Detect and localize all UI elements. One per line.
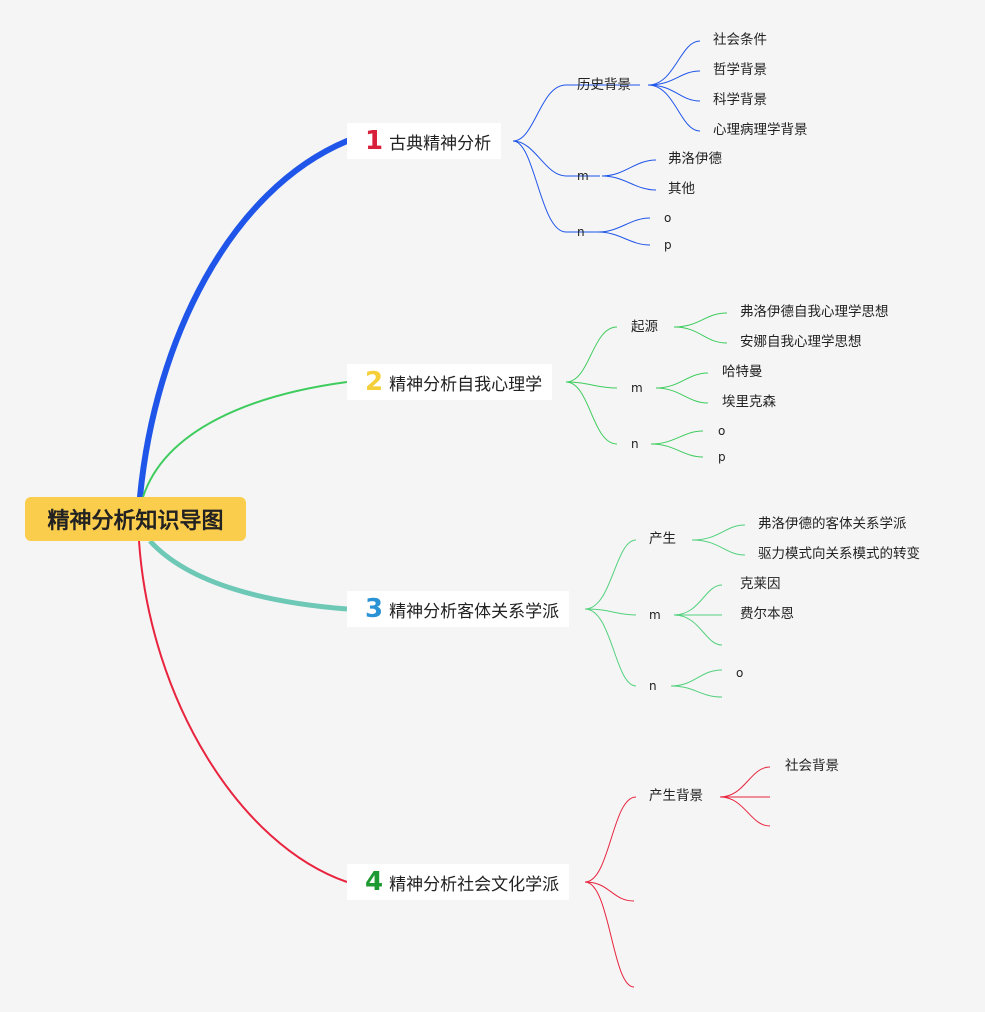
branch-2[interactable]: 2 精神分析自我心理学 <box>347 364 553 400</box>
leaf-topic[interactable]: 弗洛伊德的客体关系学派 <box>758 516 907 532</box>
leaf-topic[interactable]: 哲学背景 <box>713 62 767 78</box>
branch-number-badge: 3 <box>365 594 384 624</box>
subtopic-emergence[interactable]: 产生 <box>649 531 676 547</box>
subtopic-n[interactable]: n <box>577 225 585 239</box>
leaf-topic[interactable]: 克莱因 <box>740 576 781 592</box>
leaf-topic[interactable]: 弗洛伊德自我心理学思想 <box>740 304 889 320</box>
leaf-topic[interactable]: 埃里克森 <box>722 394 776 410</box>
branch-4[interactable]: 4 精神分析社会文化学派 <box>347 864 570 900</box>
leaf-topic[interactable]: p <box>718 450 726 464</box>
subtopic-m[interactable]: m <box>631 381 643 395</box>
subtopic-m[interactable]: m <box>577 169 589 183</box>
leaf-topic[interactable]: 心理病理学背景 <box>713 122 808 138</box>
subtopic-origin[interactable]: 起源 <box>631 319 658 335</box>
connector-root-branch-3 <box>148 539 348 612</box>
subtopic-n[interactable]: n <box>649 679 657 693</box>
leaf-topic[interactable]: o <box>664 211 672 225</box>
root-topic[interactable]: 精神分析知识导图 <box>25 497 246 541</box>
leaf-topic[interactable]: 其他 <box>668 181 695 197</box>
leaf-topic[interactable]: 驱力模式向关系模式的转变 <box>758 546 920 562</box>
subtopic-history[interactable]: 历史背景 <box>577 77 631 93</box>
branch-title: 精神分析社会文化学派 <box>389 874 560 895</box>
leaf-topic[interactable]: 安娜自我心理学思想 <box>740 334 862 350</box>
connector-root-branch-2 <box>142 381 348 498</box>
leaf-topic[interactable]: 哈特曼 <box>722 364 763 380</box>
leaf-topic[interactable]: 社会条件 <box>713 32 767 48</box>
branch-number-badge: 2 <box>365 367 384 397</box>
connector-root-branch-1 <box>137 138 350 500</box>
branch-title: 精神分析自我心理学 <box>389 374 543 395</box>
leaf-topic[interactable]: 社会背景 <box>785 758 839 774</box>
leaf-topic[interactable]: 弗洛伊德 <box>668 151 722 167</box>
branch-title: 古典精神分析 <box>389 133 492 154</box>
leaf-topic[interactable]: 科学背景 <box>713 92 767 108</box>
subtopic-m[interactable]: m <box>649 608 661 622</box>
leaf-topic[interactable]: 费尔本恩 <box>740 606 794 622</box>
subtopic-n[interactable]: n <box>631 437 639 451</box>
leaf-topic[interactable]: o <box>718 424 726 438</box>
root-title: 精神分析知识导图 <box>47 509 224 534</box>
branch-1[interactable]: 1 古典精神分析 <box>347 123 502 159</box>
leaf-topic[interactable]: p <box>664 238 672 252</box>
branch-3[interactable]: 3 精神分析客体关系学派 <box>347 591 570 627</box>
subtopic-background[interactable]: 产生背景 <box>649 788 703 804</box>
branch-number-badge: 1 <box>365 126 384 156</box>
connector-root-branch-4 <box>138 540 348 883</box>
branch-number-badge: 4 <box>365 867 384 897</box>
leaf-topic[interactable]: o <box>736 666 744 680</box>
branch-title: 精神分析客体关系学派 <box>389 601 560 622</box>
